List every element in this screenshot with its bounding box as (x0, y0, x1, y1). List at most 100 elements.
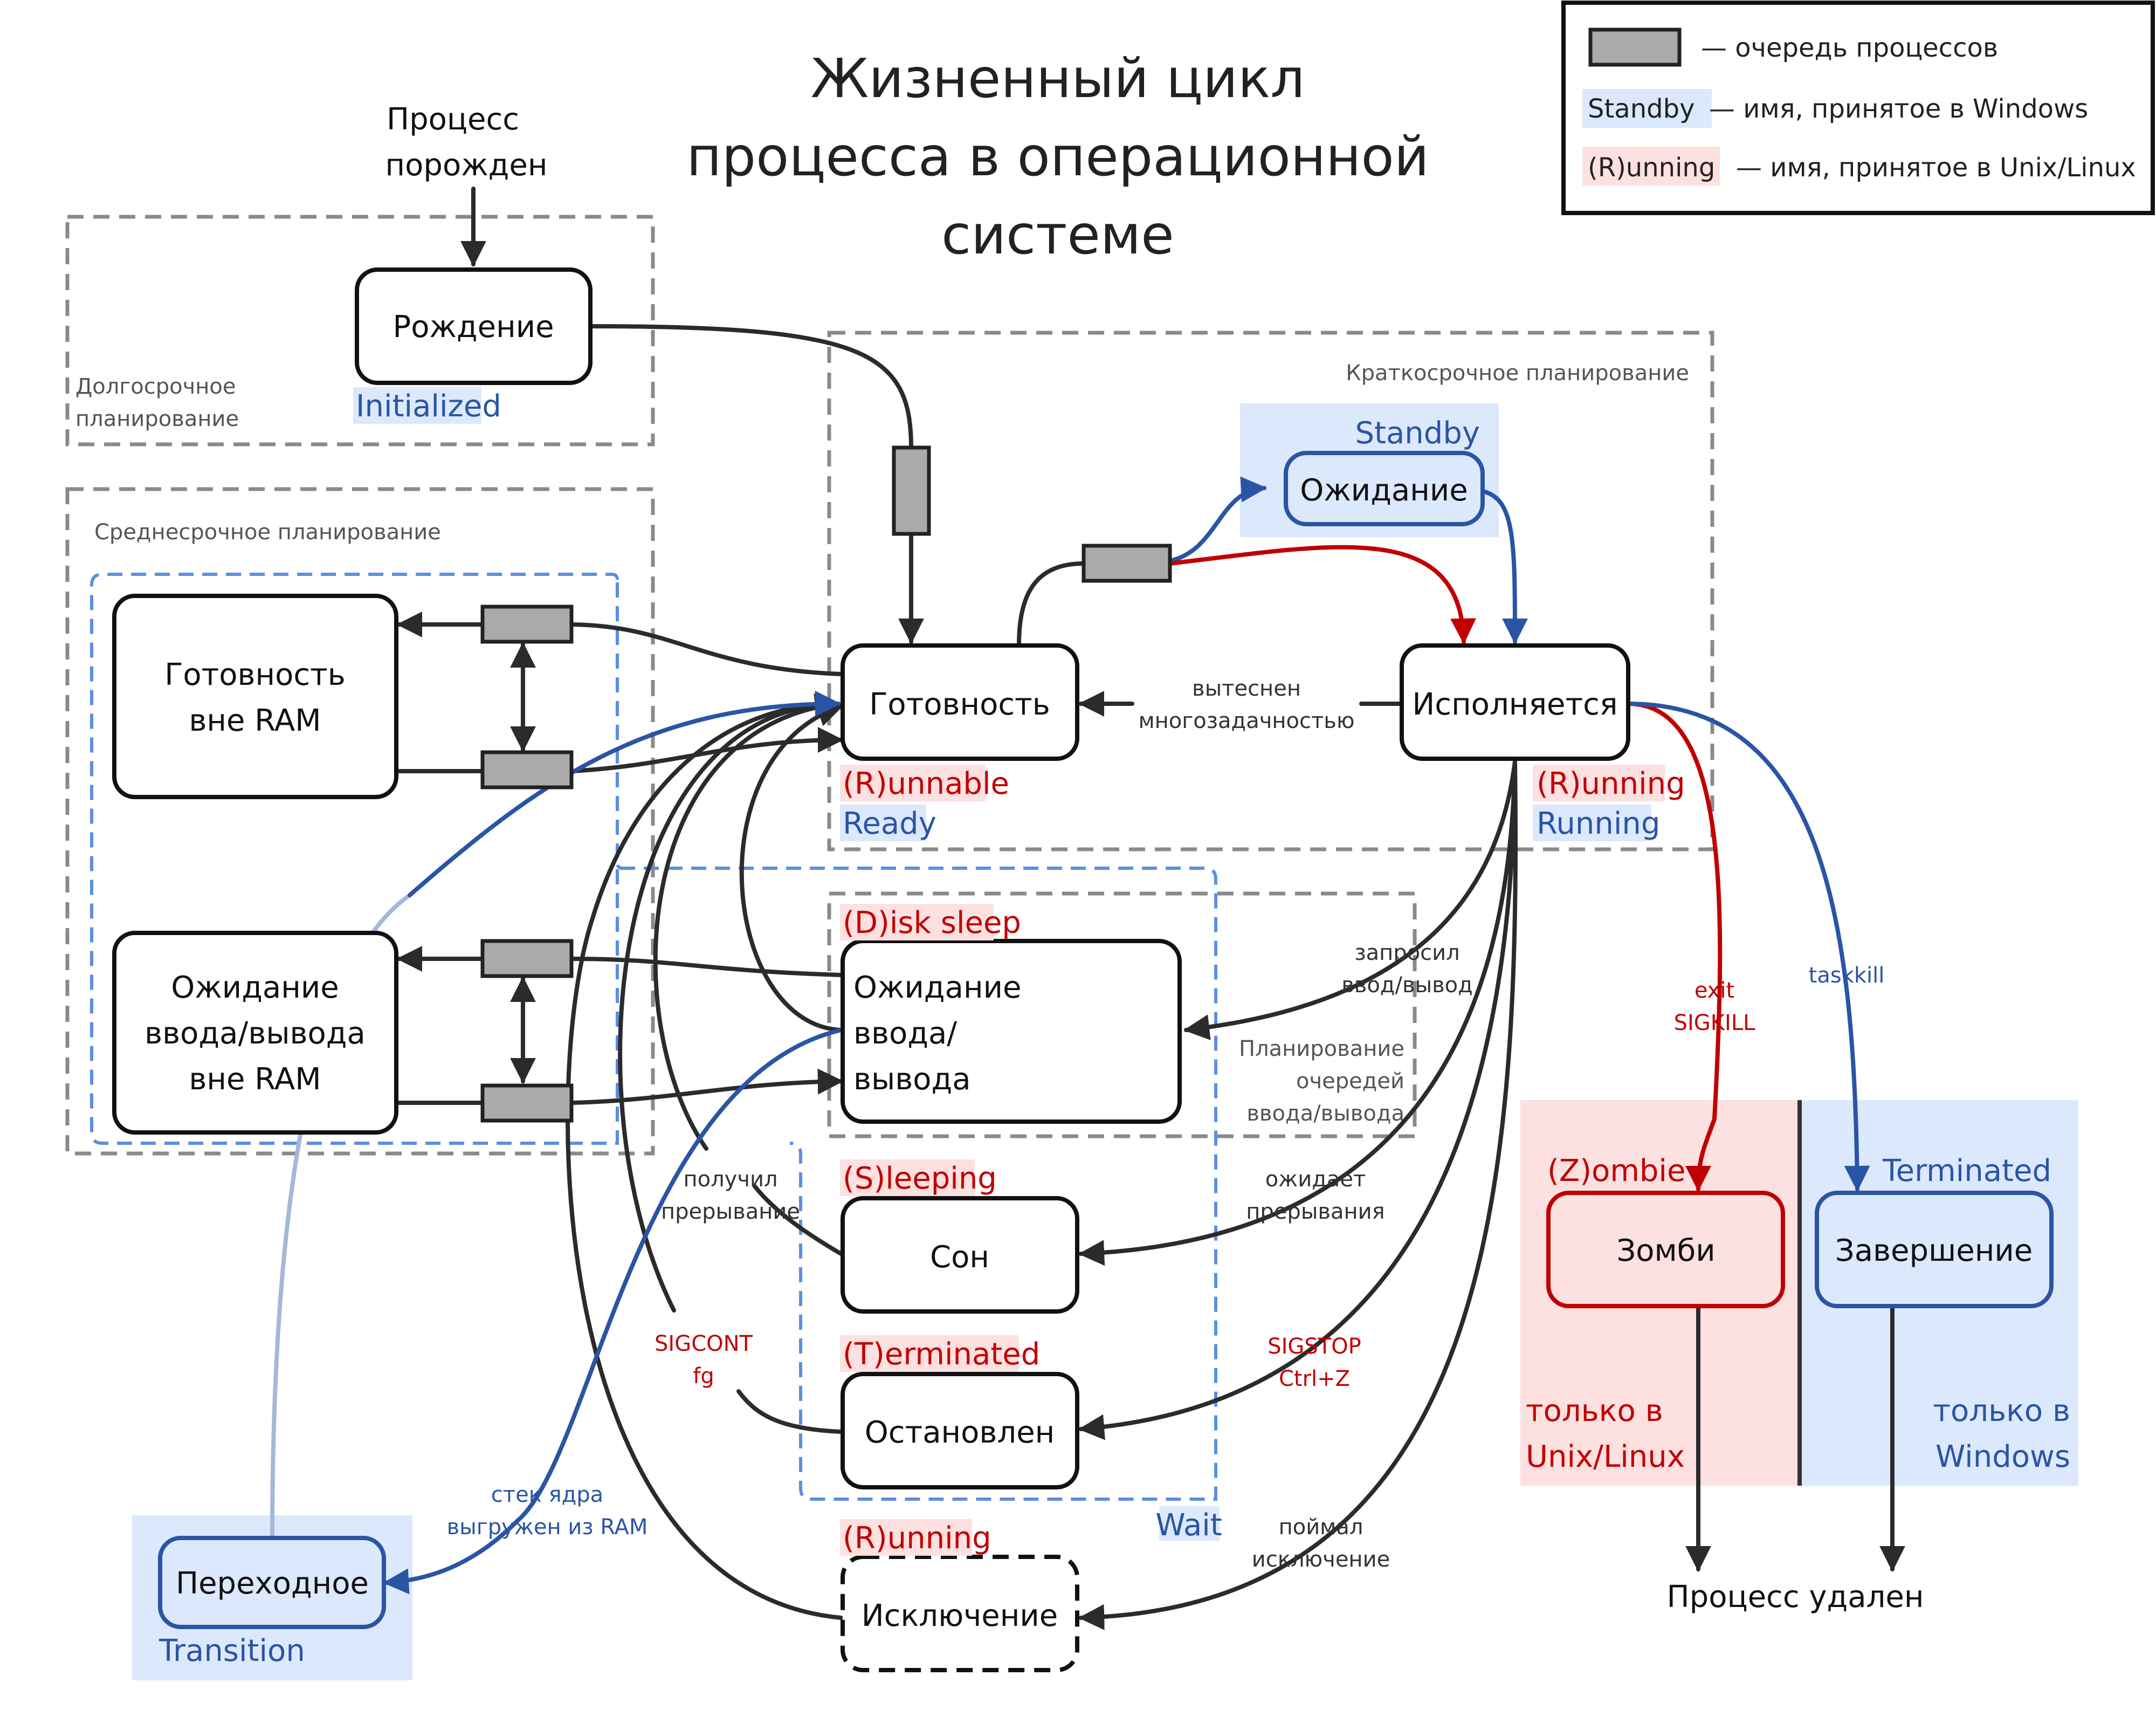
state-io-wait (841, 939, 1182, 1124)
state-terminated (1815, 1191, 2054, 1308)
edge-exception-ready (566, 691, 843, 1620)
label-got-interrupt-1: получил (683, 1167, 777, 1192)
short-term-label: Краткосрочное планирование (1346, 361, 1689, 386)
legend-queue-swatch (1588, 28, 1682, 67)
only-windows-2: Windows (1935, 1439, 2070, 1474)
state-sleep (841, 1196, 1079, 1314)
tag-terminated: Terminated (1882, 1153, 2051, 1189)
state-ready-out-label-1: Готовность (164, 657, 346, 692)
medium-term-label: Среднесрочное планирование (94, 520, 441, 545)
title-line-1: Жизненный цикл (811, 47, 1305, 110)
io-sched-label-2: очередей (1296, 1069, 1404, 1094)
label-preempted-1: вытеснен (1192, 676, 1301, 701)
long-term-label-1: Долгосрочное (75, 374, 236, 399)
long-term-zone (65, 215, 655, 447)
legend-running-bg (1582, 147, 1720, 186)
start-text-2: порожден (385, 148, 548, 183)
tag-running-exc: (R)unning (843, 1521, 991, 1556)
label-exception-1: поймал (1279, 1515, 1363, 1540)
queue-swap-in-ready (480, 750, 574, 789)
tag-initialized: Initialized (356, 389, 501, 424)
edge-io-wait-ready (739, 701, 844, 1032)
edge-running-sleep (1078, 759, 1517, 1266)
label-io-request-1: запросил (1354, 940, 1459, 965)
tag-zombie-z: (Z)ombie (1547, 1153, 1685, 1189)
label-exit-2: SIGKILL (1674, 1011, 1755, 1035)
only-unix-1: только в (1526, 1393, 1663, 1429)
tag-ready-bg (840, 805, 926, 841)
state-ready-label: Готовность (869, 687, 1050, 722)
state-ready (841, 643, 1079, 761)
edge-queue-running (1168, 545, 1477, 644)
state-standby-label: Ожидание (1300, 473, 1468, 508)
wait-tag-bg (1159, 1506, 1220, 1541)
tag-running-r-bg (1533, 765, 1665, 801)
legend-standby-bg (1582, 89, 1712, 128)
tag-initialized-bg (353, 387, 481, 424)
state-exception (841, 1555, 1079, 1672)
state-transition-label: Переходное (176, 1566, 369, 1601)
state-running (1400, 643, 1630, 761)
edge-sleep-ready (753, 1184, 843, 1256)
tag-runnable-bg (840, 765, 986, 801)
state-io-wait-label-3: вывода (853, 1062, 971, 1097)
edge-ready-to-swap-queue (569, 622, 843, 676)
medium-term-zone (65, 487, 655, 1156)
tag-running-r: (R)unning (1537, 766, 1685, 801)
legend-queue-text: — очередь процессов (1701, 33, 1998, 63)
edge-stopped-ready (736, 1389, 843, 1434)
long-term-label-2: планирование (75, 407, 239, 431)
edge-kernel-stack (383, 1028, 843, 1595)
queue-swap-in-io (480, 1083, 574, 1123)
start-text-1: Процесс (387, 102, 519, 137)
short-term-zone (827, 331, 1714, 851)
edge-sleep-ready-b (653, 693, 841, 1151)
state-zombie-label: Зомби (1616, 1233, 1715, 1268)
label-exception-2: исключение (1252, 1547, 1390, 1572)
label-taskkill: taskkill (1809, 963, 1885, 988)
edge-birth-queue (588, 324, 913, 450)
queue-ready (892, 445, 931, 536)
label-sigstop-1: SIGSTOP (1268, 1334, 1361, 1359)
tag-disk-sleep: (D)isk sleep (843, 905, 1021, 940)
edge-transition-ready-b (408, 691, 841, 897)
state-stopped-label: Остановлен (865, 1415, 1055, 1450)
tag-sleeping: (S)leeping (843, 1161, 997, 1196)
state-io-out (112, 931, 398, 1135)
state-io-wait-label-1: Ожидание (853, 970, 1021, 1005)
title-line-2: процесса в операционной (686, 125, 1429, 188)
legend-standby-text: — имя, принятое в Windows (1709, 94, 2088, 124)
edge-queue-standby (1168, 476, 1267, 563)
edge-standby-running (1478, 489, 1528, 644)
state-io-out-label-3: вне RAM (189, 1062, 321, 1097)
edge-queue-ready-in (569, 727, 844, 773)
state-ready-out (112, 594, 398, 799)
label-exit-1: exit (1695, 978, 1734, 1003)
legend-running-label: (R)unning (1588, 153, 1715, 183)
edge-running-io (1183, 759, 1517, 1040)
state-exception-label: Исключение (862, 1598, 1058, 1633)
io-sched-label-3: ввода/вывода (1246, 1101, 1404, 1126)
state-io-wait-label-2: ввода/ (853, 1016, 957, 1051)
edge-ready-queue (1017, 561, 1086, 647)
only-windows-1: только в (1933, 1393, 2070, 1429)
state-stopped (841, 1372, 1079, 1489)
tag-runnable: (R)unnable (843, 766, 1009, 801)
label-io-request-2: ввод/вывод (1341, 973, 1473, 998)
swap-zone (90, 573, 623, 1145)
label-wait-interrupt-1: ожидает (1265, 1167, 1366, 1192)
queue-standby (1082, 544, 1172, 583)
state-standby (1284, 451, 1485, 526)
tag-sleeping-bg (840, 1159, 975, 1196)
edge-stopped-ready-b (618, 691, 841, 1313)
edge-running-stopped (1078, 759, 1517, 1440)
only-unix-2: Unix/Linux (1526, 1439, 1685, 1474)
tag-disk-sleep-bg (840, 904, 994, 940)
tag-running-exc-bg (840, 1519, 972, 1556)
tag-terminated-t-bg (840, 1335, 1019, 1372)
label-sigcont-1: SIGCONT (655, 1331, 753, 1356)
edge-io-wait-to-swap (569, 957, 843, 977)
edge-running-exception (1078, 759, 1518, 1630)
